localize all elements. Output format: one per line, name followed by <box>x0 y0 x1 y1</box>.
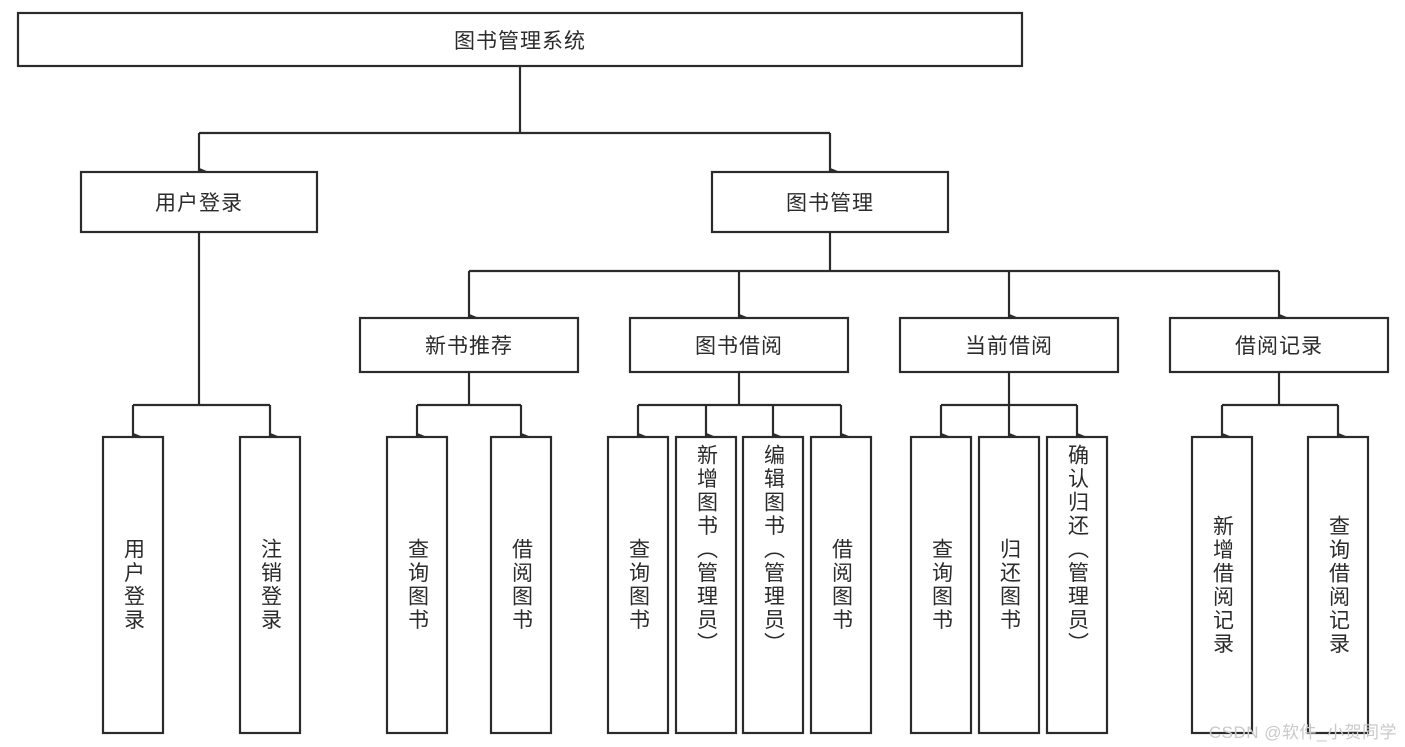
node-box-leaf-borrow-book-2[interactable] <box>809 435 873 735</box>
node-box-leaf-confirm-return[interactable] <box>1045 435 1109 735</box>
node-box-leaf-add-record[interactable] <box>1190 435 1254 735</box>
node-box-newbook[interactable] <box>358 316 580 374</box>
watermark-text: CSDN @软件_小贺同学 <box>1208 723 1397 742</box>
node-box-leaf-query-book-2[interactable] <box>606 435 670 735</box>
node-box-leaf-add-book[interactable] <box>674 435 738 735</box>
node-box-leaf-query-book-1[interactable] <box>385 435 449 735</box>
node-box-leaf-edit-book[interactable] <box>741 435 805 735</box>
node-box-records[interactable] <box>1168 316 1390 374</box>
node-box-leaf-query-book-3[interactable] <box>909 435 973 735</box>
node-box-bookmgmt[interactable] <box>710 170 950 234</box>
node-box-root[interactable] <box>16 11 1024 68</box>
node-box-current[interactable] <box>898 316 1120 374</box>
node-box-leaf-borrow-book-1[interactable] <box>489 435 553 735</box>
node-box-leaf-user-logout[interactable] <box>238 435 302 735</box>
node-box-login[interactable] <box>79 170 319 234</box>
node-box-leaf-return-book[interactable] <box>977 435 1041 735</box>
connector-layer <box>131 66 1349 442</box>
node-box-leaf-user-login[interactable] <box>101 435 165 735</box>
node-box-leaf-query-record[interactable] <box>1306 435 1370 735</box>
node-box-layer <box>16 11 1390 735</box>
node-box-borrow[interactable] <box>628 316 850 374</box>
